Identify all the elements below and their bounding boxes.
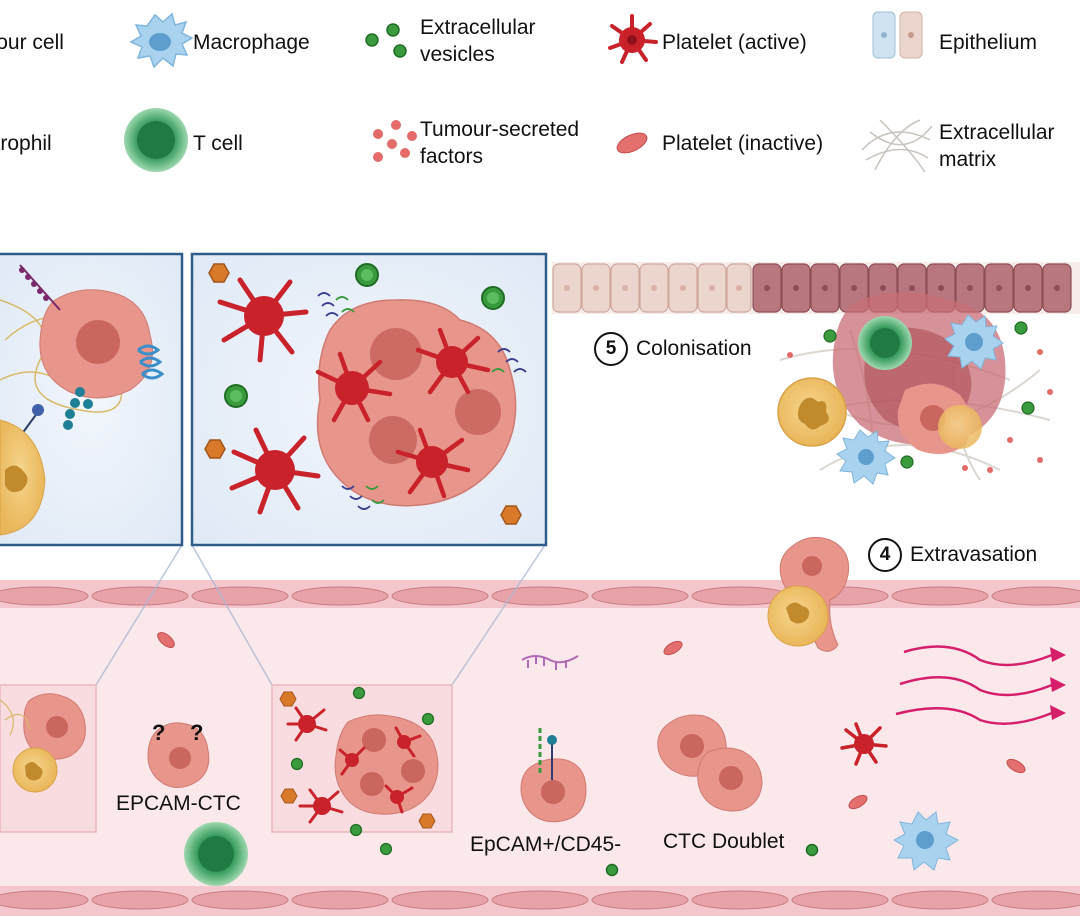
label-epcam-cd45: EpCAM+/CD45-	[470, 833, 622, 856]
metastatic-niche	[777, 292, 1053, 485]
inset-platelet-active	[315, 351, 393, 423]
dna-fragment	[521, 655, 579, 670]
flow-arrows	[895, 645, 1053, 725]
legend-label-platelet-active: Platelet (active)	[662, 31, 807, 54]
inset-panel-right	[190, 252, 548, 547]
legend-label-neutrophil: Neutrophil	[0, 132, 52, 155]
legend-label-macrophage: Macrophage	[193, 31, 310, 54]
legend-epithelium-icon	[872, 11, 923, 59]
question-mark-right: ?	[190, 720, 204, 745]
inset-platelet-active	[415, 327, 491, 395]
ctc-doublet	[657, 714, 763, 812]
step-label-extravasation: Extravasation	[910, 543, 1038, 566]
legend-label-epithelium: Epithelium	[939, 31, 1038, 54]
legend-label-extracellular-matrix: Extracellular matrix	[939, 121, 1055, 171]
inset-platelet-active	[229, 427, 321, 515]
vessel-platelet-active	[840, 722, 888, 766]
step-extravasation: 4 Extravasation	[868, 536, 1044, 574]
legend-tcell-icon	[124, 108, 188, 172]
epithelium-strip	[552, 262, 1080, 314]
step-colonisation: 5 Colonisation	[594, 330, 758, 368]
legend-tumour-factors-icon	[373, 120, 417, 162]
inset-platelet-active	[395, 427, 471, 499]
small-box-left	[0, 684, 97, 833]
question-mark-left: ?	[152, 720, 166, 745]
legend-label-tumour-secreted-factors: Tumour-secreted factors	[420, 118, 580, 168]
inset-platelet-active	[217, 277, 309, 363]
legend-macrophage-icon	[129, 12, 194, 69]
legend-platelet-inactive-icon	[616, 132, 648, 154]
free-vesicles	[605, 843, 819, 877]
legend-label-t-cell: T cell	[193, 132, 243, 155]
legend-vesicles-icon	[365, 23, 407, 58]
vessel-tcell	[184, 822, 248, 886]
step-label-colonisation: Colonisation	[636, 337, 752, 360]
legend-label-platelet-inactive: Platelet (inactive)	[662, 132, 824, 155]
inactive-platelets	[157, 632, 1026, 810]
legend-ecm-icon	[861, 119, 933, 173]
inset-panel-left	[0, 252, 184, 547]
small-box-cluster	[271, 684, 453, 856]
step-number-5: 5	[594, 332, 628, 366]
flow-arrowheads	[1050, 647, 1066, 720]
legend-platelet-active-icon	[608, 14, 658, 64]
extravasating-cell	[767, 536, 850, 652]
label-ctc-doublet: CTC Doublet	[663, 830, 785, 853]
vessel-macrophage	[892, 811, 959, 871]
legend-label-tumour-cell: Tumour cell	[0, 31, 64, 54]
epcam-negative-ctc	[147, 722, 210, 788]
zoom-connector-lines	[95, 544, 546, 686]
legend-label-extracellular-vesicles: Extracellular vesicles	[420, 16, 536, 66]
step-number-4: 4	[868, 538, 902, 572]
epcam-positive-ctc	[520, 728, 587, 823]
label-epcam-ctc: EPCAM-CTC	[116, 792, 241, 815]
